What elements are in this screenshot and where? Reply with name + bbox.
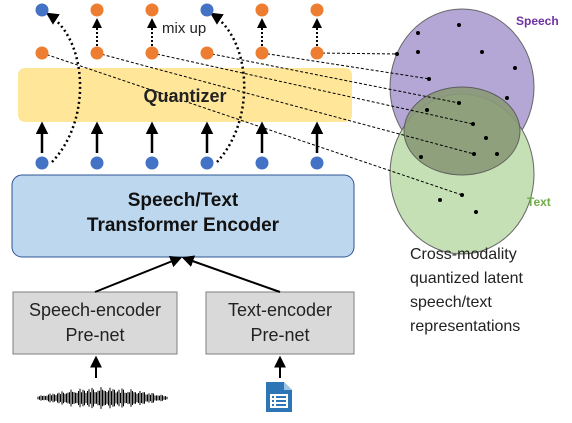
encoder-output-dot	[145, 156, 159, 170]
waveform-icon	[37, 387, 168, 409]
representation-caption: Cross-modality quantized latent speech/t…	[410, 243, 523, 339]
quantized-token-dot	[90, 46, 104, 60]
caption-line2: quantized latent	[410, 270, 523, 287]
quantized-token-dot	[310, 46, 324, 60]
text-prenet-line1: Text-encoder	[227, 300, 333, 320]
venn-overlap-region	[403, 86, 521, 176]
latent-point	[460, 193, 464, 197]
latent-point	[495, 152, 499, 156]
document-icon	[266, 382, 292, 412]
latent-point	[472, 152, 476, 156]
text-prenet-line2: Pre-net	[250, 325, 310, 345]
projection-line	[261, 52, 431, 80]
venn-speech-label: Speech	[516, 14, 559, 28]
quantizer-block	[18, 68, 352, 122]
encoder-output-dot	[35, 156, 49, 170]
latent-point	[416, 50, 420, 54]
mixup-curve-arrow	[45, 12, 82, 163]
text-to-encoder-arrow	[181, 255, 281, 293]
text-prenet-block	[205, 291, 355, 355]
mixed-token-dot	[90, 3, 104, 17]
encoder-output-dot	[310, 156, 324, 170]
latent-point	[427, 77, 431, 81]
waveform-trace	[37, 387, 168, 409]
mixup-curve-arrow	[209, 12, 246, 163]
speech-prenet-line2: Pre-net	[65, 325, 125, 345]
speech-prenet-block	[12, 291, 178, 355]
latent-point	[457, 101, 461, 105]
latent-point	[471, 122, 475, 126]
quantized-token-dot	[255, 46, 269, 60]
text-prenet-label: Text-encoder Pre-net	[206, 298, 354, 348]
encoder-label-line1: Speech/Text	[127, 190, 239, 211]
quantized-token-dot	[35, 46, 49, 60]
projection-line	[206, 52, 460, 104]
latent-point	[419, 155, 423, 159]
mixed-token-dot	[35, 3, 49, 17]
caption-line1: Cross-modality	[410, 246, 517, 263]
speech-prenet-line1: Speech-encoder	[28, 300, 162, 320]
mixed-token-dot	[145, 3, 159, 17]
latent-point	[505, 96, 509, 100]
mixed-token-dot	[200, 3, 214, 17]
latent-point	[480, 50, 484, 54]
mixed-token-dot	[255, 3, 269, 17]
latent-point	[484, 136, 488, 140]
quantized-token-dot	[200, 46, 214, 60]
projection-line	[41, 52, 463, 196]
encoder-output-dot	[255, 156, 269, 170]
projection-line	[96, 52, 475, 155]
venn-text-label: Text	[527, 195, 551, 209]
caption-line3: speech/text	[410, 294, 492, 311]
latent-point	[457, 23, 461, 27]
encoder-output-dot	[200, 156, 214, 170]
speech-prenet-label: Speech-encoder Pre-net	[13, 298, 177, 348]
latent-point	[425, 108, 429, 112]
quantizer-label: Quantizer	[143, 86, 227, 106]
latent-point	[438, 198, 442, 202]
latent-point	[416, 31, 420, 35]
projection-line	[316, 52, 398, 55]
latent-point	[395, 52, 399, 56]
encoder-output-dot	[90, 156, 104, 170]
speech-to-encoder-arrow	[94, 255, 183, 293]
encoder-label-line2: Transformer Encoder	[86, 215, 280, 236]
encoder-label: Speech/Text Transformer Encoder	[12, 188, 354, 238]
caption-line4: representations	[410, 318, 521, 335]
latent-point	[474, 210, 478, 214]
latent-point	[513, 66, 517, 70]
quantized-token-dot	[145, 46, 159, 60]
mixed-token-dot	[310, 3, 324, 17]
mix-up-label: mix up	[162, 20, 207, 37]
